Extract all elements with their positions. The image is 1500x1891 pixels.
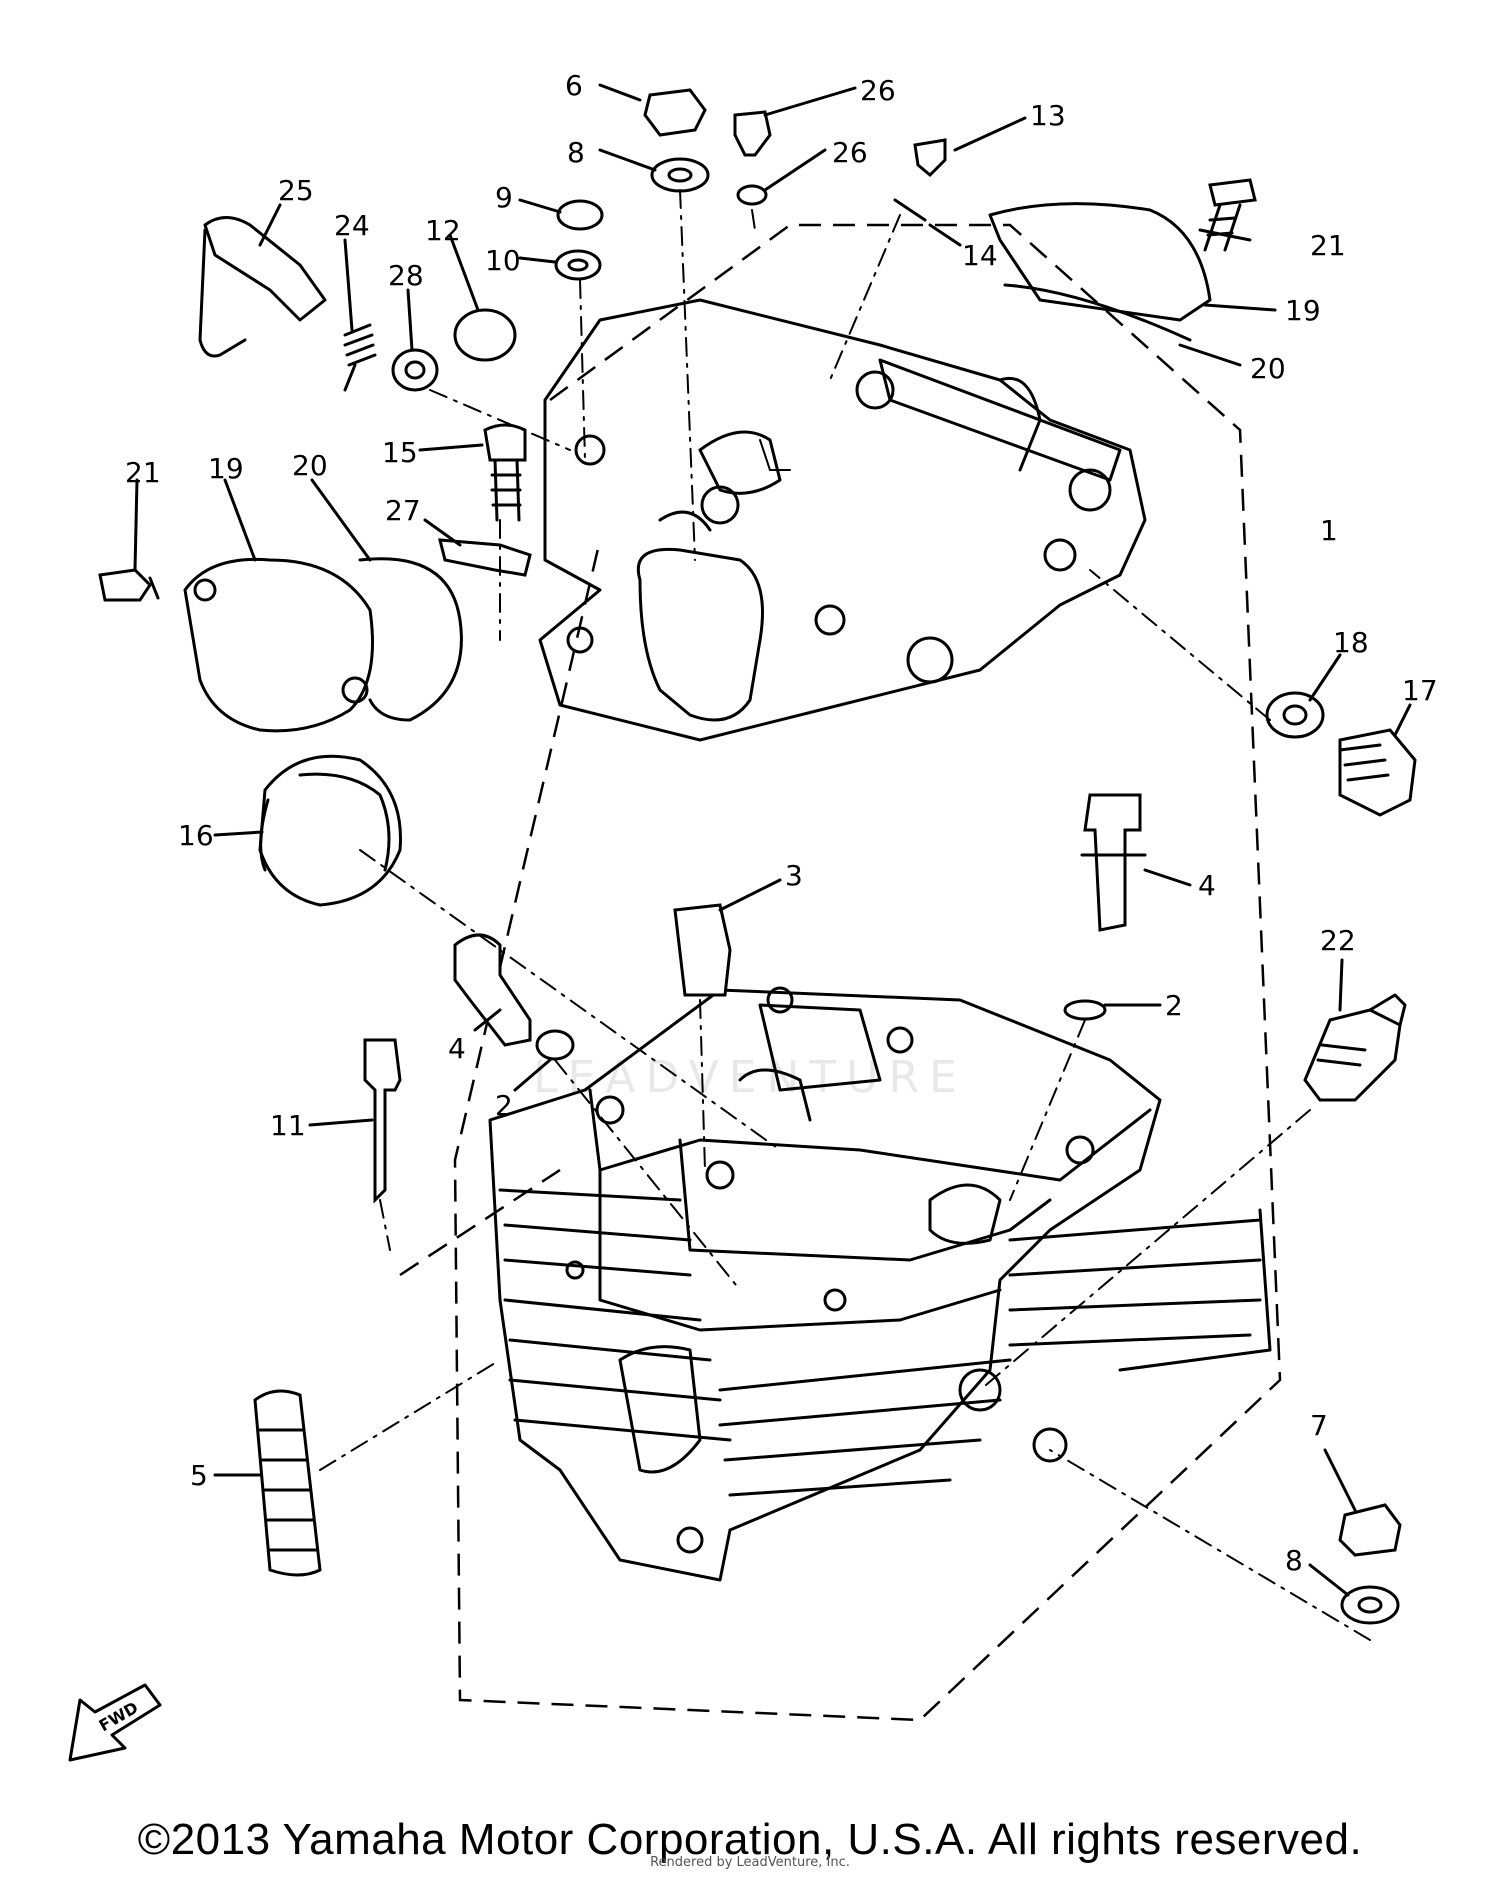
callout-1: 1 <box>1320 514 1338 547</box>
callout-8-bottom: 8 <box>1285 1544 1303 1577</box>
small-parts <box>98 88 1417 1625</box>
callout-23: 25 <box>278 174 314 207</box>
leader-lines <box>133 83 1412 1597</box>
callout-10: 10 <box>485 244 521 277</box>
callout-7: 7 <box>1310 1409 1328 1442</box>
callout-18: 18 <box>1333 626 1369 659</box>
callout-21-right: 21 <box>1310 229 1346 262</box>
callout-20-left: 20 <box>292 449 328 482</box>
callout-labels: 6 8 9 10 26 26 13 14 21 19 20 1 25 24 28… <box>125 69 1438 1577</box>
callout-20-right: 20 <box>1250 352 1286 385</box>
callout-28: 28 <box>388 259 424 292</box>
callout-24: 24 <box>334 209 370 242</box>
cylinder-head <box>488 986 1272 1582</box>
cylinder-head-cover <box>538 298 1147 742</box>
callout-13: 13 <box>1030 99 1066 132</box>
callout-11: 11 <box>270 1109 306 1142</box>
assembly-lines <box>319 189 1371 1641</box>
callout-6: 6 <box>565 69 583 102</box>
callout-2-left: 2 <box>495 1089 513 1122</box>
callout-19-right: 19 <box>1285 294 1321 327</box>
callout-25: 26 <box>860 74 896 107</box>
callout-3: 3 <box>785 859 803 892</box>
callout-26: 26 <box>832 136 868 169</box>
watermark: LEADVENTURE <box>533 1052 967 1103</box>
callout-27: 27 <box>385 494 421 527</box>
callout-15: 15 <box>382 436 418 469</box>
callout-8-top: 8 <box>567 136 585 169</box>
callout-5: 5 <box>190 1459 208 1492</box>
callout-19-left: 19 <box>208 452 244 485</box>
assembly-outline <box>399 223 1282 1722</box>
callout-21-left: 21 <box>125 456 161 489</box>
render-note: Rendered by LeadVenture, Inc. <box>650 1855 850 1870</box>
callout-14: 14 <box>962 239 998 272</box>
fwd-arrow: FWD <box>68 1683 162 1762</box>
copyright-text: ©2013 Yamaha Motor Corporation, U.S.A. A… <box>137 1815 1363 1864</box>
callout-17: 17 <box>1402 674 1438 707</box>
callout-12: 12 <box>425 214 461 247</box>
callout-22: 22 <box>1320 924 1356 957</box>
callout-16: 16 <box>178 819 214 852</box>
callout-4-right: 4 <box>1198 869 1216 902</box>
callout-9: 9 <box>495 181 513 214</box>
callout-4-left: 4 <box>448 1032 466 1065</box>
callout-2-right: 2 <box>1165 989 1183 1022</box>
